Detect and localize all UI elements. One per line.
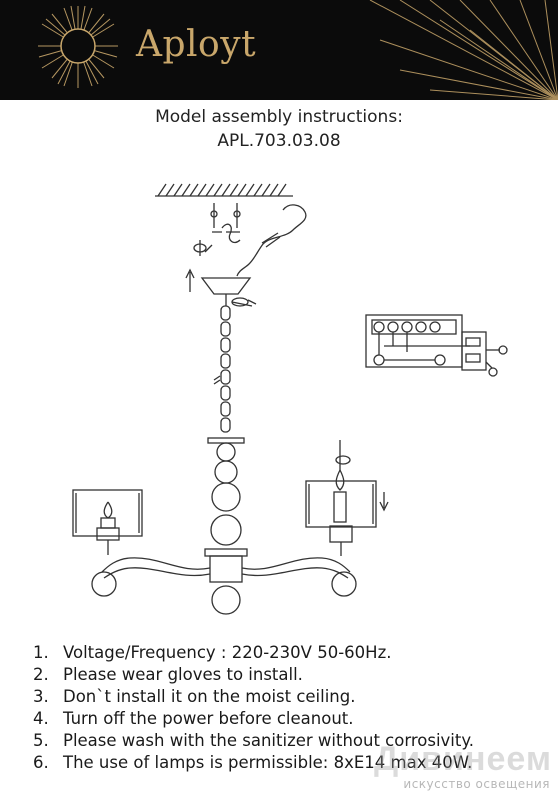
- list-item: 6.The use of lamps is permissible: 8xE14…: [33, 753, 473, 772]
- model-number: APL.703.03.08: [217, 131, 341, 151]
- mounting-screws-icon: [210, 203, 241, 244]
- supply-wire: [236, 204, 307, 277]
- candle-bulb-icon: [103, 501, 113, 519]
- watermark-tagline: искусство освещения: [403, 777, 550, 791]
- sunburst-decoration: [38, 0, 558, 100]
- list-item: 2.Please wear gloves to install.: [33, 665, 303, 684]
- wiring-diagram: [365, 314, 508, 377]
- header-banner: Aployt: [0, 0, 558, 100]
- brand-logo: Aployt: [136, 24, 257, 65]
- left-shade: [72, 489, 143, 537]
- left-arm: [101, 557, 211, 573]
- chain: [213, 305, 231, 433]
- instruction-list: 1.Voltage/Frequency : 220-230V 50-60Hz. …: [33, 642, 474, 774]
- ceiling-hatch: [155, 183, 293, 197]
- right-shade: [305, 480, 377, 528]
- rotate-icon: [193, 240, 207, 256]
- list-item: 3.Don`t install it on the moist ceiling.: [33, 687, 356, 706]
- list-item: 1.Voltage/Frequency : 220-230V 50-60Hz.: [33, 643, 392, 662]
- canopy: [200, 277, 252, 295]
- list-item: 4.Turn off the power before cleanout.: [33, 709, 354, 728]
- watermark-logo: Дивинеем: [374, 740, 552, 778]
- right-arm: [241, 557, 351, 573]
- page-title: Model assembly instructions:: [155, 107, 403, 127]
- assembly-diagram: [72, 183, 508, 615]
- list-item: 5.Please wash with the sanitizer without…: [33, 731, 475, 750]
